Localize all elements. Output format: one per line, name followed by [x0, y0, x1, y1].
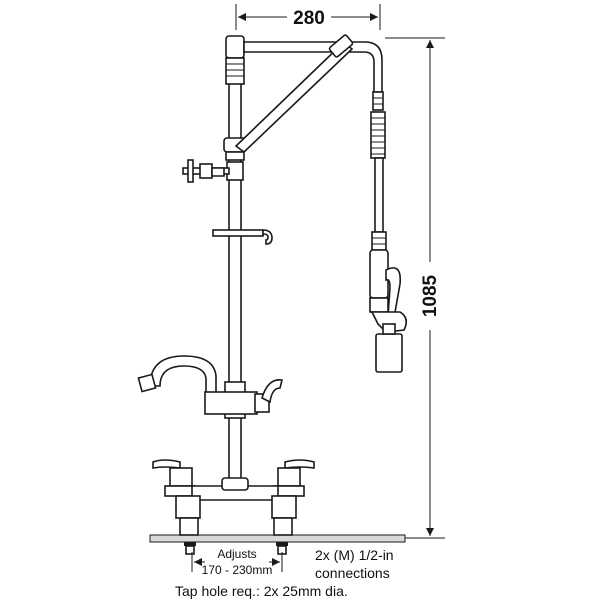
add-on-faucet: [137, 355, 283, 415]
adjusts-range: 170 - 230mm: [202, 563, 273, 577]
height-dimension: 1085: [385, 37, 445, 539]
connections-line1: 2x (M) 1/2-in: [315, 547, 394, 563]
hose-hook: [212, 229, 273, 245]
counter-top: [149, 534, 406, 543]
width-dimension: 280: [235, 4, 381, 30]
width-label: 280: [293, 8, 325, 29]
connections-suffix: -in: [378, 547, 394, 563]
spacing-dimension: Adjusts 170 - 230mm: [191, 547, 283, 577]
connection-notes: 2x (M) 1/2-in connections: [315, 547, 394, 581]
connections-fraction: 1/2: [359, 547, 379, 563]
support-strut: [234, 34, 354, 154]
tap-hole-note: Tap hole req.: 2x 25mm dia.: [175, 583, 348, 599]
hose-assembly: [369, 91, 408, 373]
height-label: 1085: [420, 274, 441, 317]
connections-line2: connections: [315, 565, 390, 581]
wall-bracket: [182, 159, 230, 183]
riser-column: [223, 35, 247, 491]
adjusts-label: Adjusts: [217, 547, 256, 561]
mixing-valve: [152, 459, 315, 536]
connections-prefix: 2x (M): [315, 547, 359, 563]
